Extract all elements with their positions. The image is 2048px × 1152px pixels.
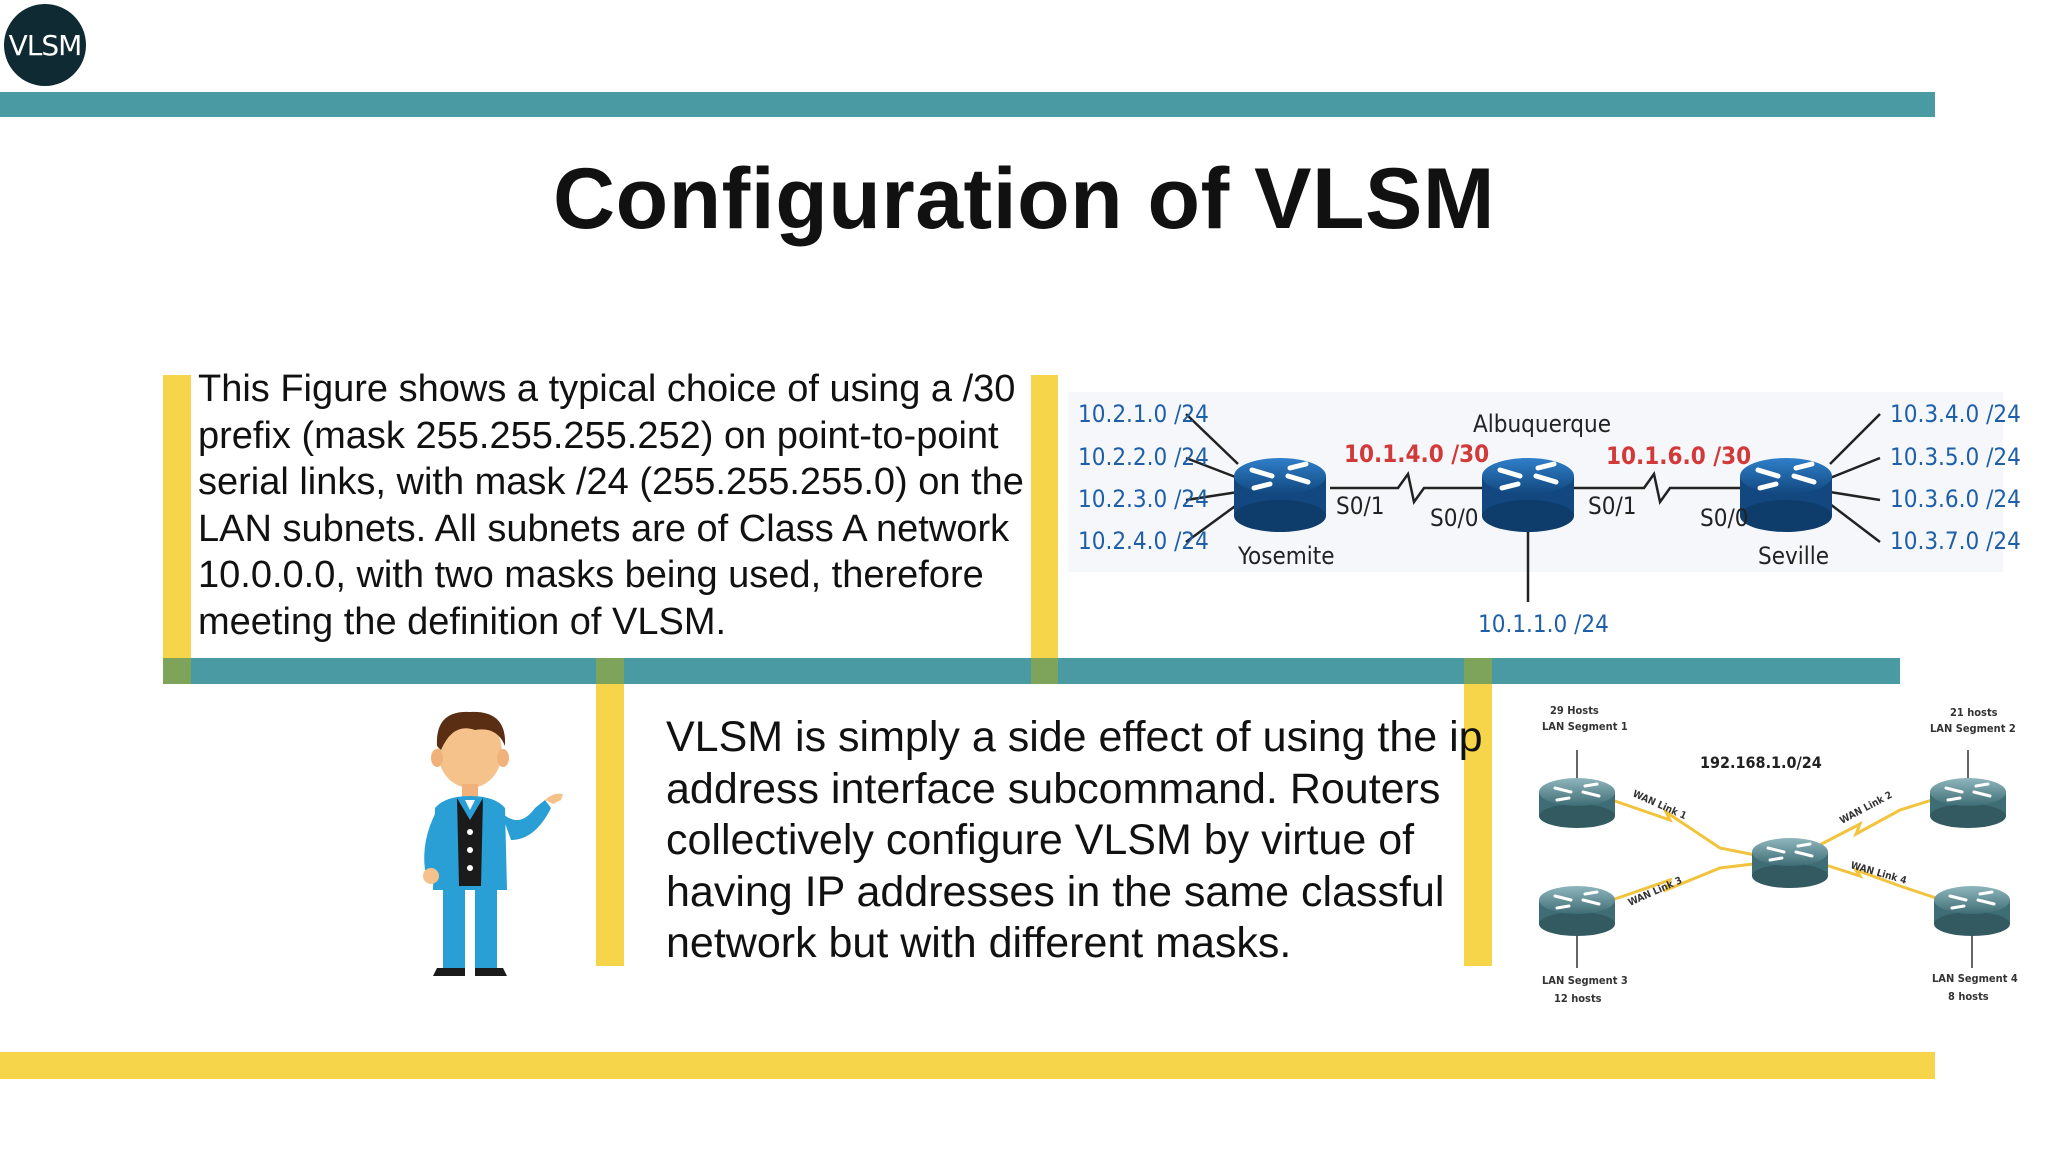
right-lan-label: 10.3.6.0 /24 xyxy=(1890,485,2021,513)
left-lan-links xyxy=(1185,413,1881,602)
logo-label: VLSM xyxy=(8,28,83,62)
right-lan-label: 10.3.5.0 /24 xyxy=(1890,443,2021,471)
router-label: Seville xyxy=(1758,542,1829,570)
router-icon xyxy=(1740,458,1832,532)
router-icon xyxy=(1234,458,1326,532)
segment-name: LAN Segment 3 xyxy=(1542,974,1628,987)
businessman-illustration xyxy=(423,711,563,976)
router-icon xyxy=(1537,776,1617,830)
left-lan-label: 10.2.1.0 /24 xyxy=(1078,400,1209,428)
router-icon xyxy=(1932,884,2012,938)
segment-hosts: 12 hosts xyxy=(1554,992,1602,1005)
accent-bar-left-2 xyxy=(596,658,624,966)
router-label: Albuquerque xyxy=(1473,410,1611,438)
segment-name: LAN Segment 1 xyxy=(1542,720,1628,733)
router-icon xyxy=(1750,836,1830,890)
bar-overlap xyxy=(1464,658,1492,684)
wan-link-label: WAN Link 2 xyxy=(1838,790,1894,827)
left-lan-label: 10.2.3.0 /24 xyxy=(1078,485,1209,513)
left-lan-label: 10.2.2.0 /24 xyxy=(1078,443,1209,471)
interface-label: S0/1 xyxy=(1588,492,1636,520)
router-label: Yosemite xyxy=(1237,542,1335,570)
right-lan-label: 10.3.7.0 /24 xyxy=(1890,527,2021,555)
lan-segments-diagram: 29 Hosts LAN Segment 1 21 hosts LAN Segm… xyxy=(1537,704,2018,1005)
description-paragraph-1: This Figure shows a typical choice of us… xyxy=(198,368,1024,643)
bar-overlap xyxy=(163,658,191,684)
interface-label: S0/0 xyxy=(1700,504,1748,532)
vlsm-topology-diagram: 10.2.1.0 /24 10.2.2.0 /24 10.2.3.0 /24 1… xyxy=(1068,392,2021,638)
accent-bar-right-2 xyxy=(1464,658,1492,966)
bottom-lan-label: 10.1.1.0 /24 xyxy=(1478,610,1609,638)
segment-hosts: 29 Hosts xyxy=(1550,704,1599,717)
description-paragraph-2: VLSM is simply a side effect of using th… xyxy=(666,713,1483,967)
interface-label: S0/1 xyxy=(1336,492,1384,520)
segment-name: LAN Segment 2 xyxy=(1930,722,2016,735)
router-icon xyxy=(1537,884,1617,938)
accent-bar-left-1 xyxy=(163,375,191,683)
router-icon xyxy=(1482,458,1574,532)
interface-label: S0/0 xyxy=(1430,504,1478,532)
right-lan-label: 10.3.4.0 /24 xyxy=(1890,400,2021,428)
segment-hosts: 21 hosts xyxy=(1950,706,1998,719)
segment-hosts: 8 hosts xyxy=(1948,990,1989,1003)
accent-bar-right-1 xyxy=(1031,375,1058,683)
network-label: 192.168.1.0/24 xyxy=(1700,753,1822,772)
vlsm-logo: VLSM xyxy=(4,4,86,86)
router-icon xyxy=(1928,776,2008,830)
segment-name: LAN Segment 4 xyxy=(1932,972,2018,985)
top-divider-bar xyxy=(0,92,1935,117)
left-lan-label: 10.2.4.0 /24 xyxy=(1078,527,1209,555)
bar-overlap xyxy=(596,658,624,684)
wan-link-label: 10.1.6.0 /30 xyxy=(1606,442,1751,470)
bar-overlap xyxy=(1031,658,1058,684)
slide-title: Configuration of VLSM xyxy=(552,151,1495,247)
bottom-divider-bar xyxy=(0,1052,1935,1079)
wan-link-label: 10.1.4.0 /30 xyxy=(1344,440,1489,468)
